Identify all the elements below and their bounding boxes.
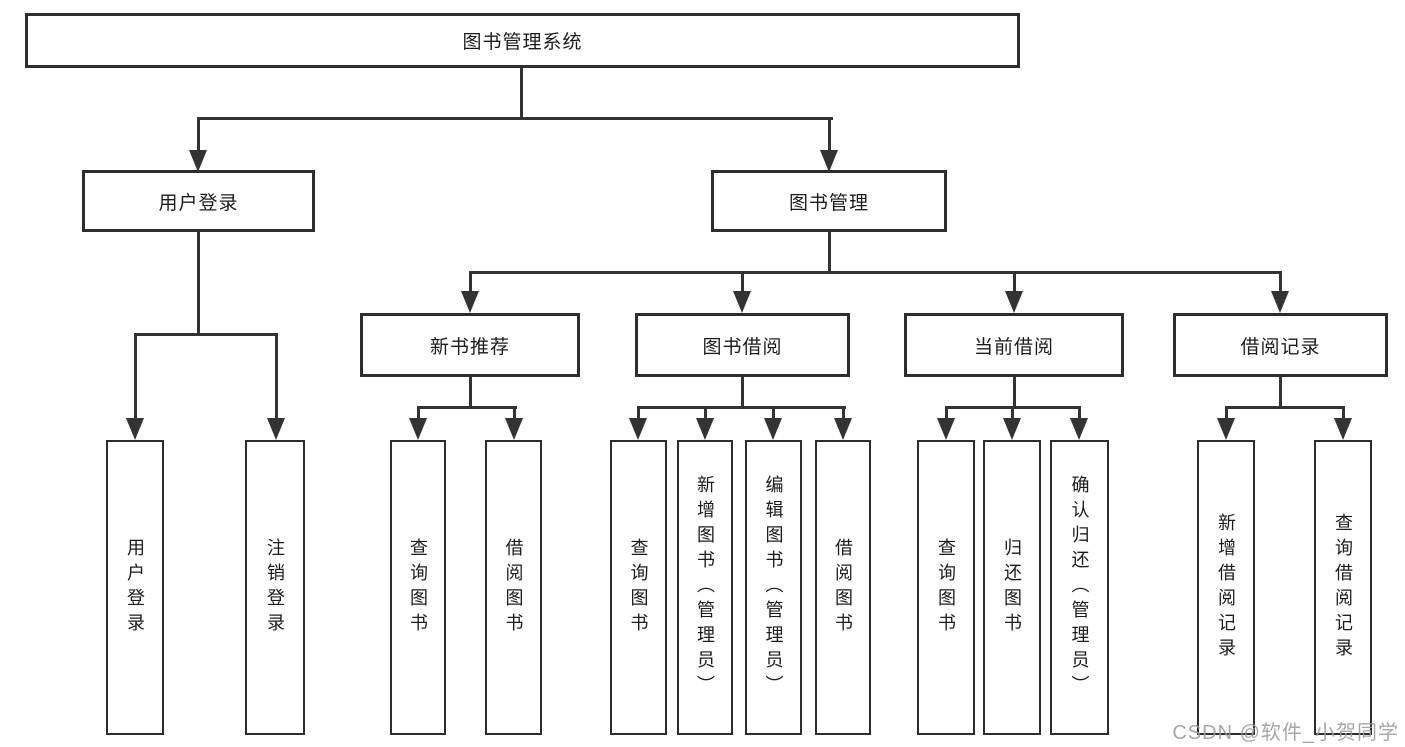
leaf-borrow-books-recommend-label: 借阅图书: [503, 537, 524, 638]
leaf-query-books-current: 查询图书: [917, 440, 975, 735]
node-borrowing-records: 借阅记录: [1173, 313, 1388, 377]
connector-line: [1279, 271, 1282, 293]
arrow-down-icon: [820, 150, 838, 172]
leaf-logout: 注销登录: [245, 440, 305, 735]
connector-line: [469, 271, 1282, 274]
connector-line: [772, 406, 775, 420]
connector-line: [1078, 406, 1081, 420]
arrow-down-icon: [834, 418, 852, 440]
arrow-down-icon: [764, 418, 782, 440]
leaf-add-books-admin-label: 新增图书（管理员）: [695, 475, 715, 700]
arrow-down-icon: [409, 418, 427, 440]
arrow-down-icon: [1271, 291, 1289, 313]
connector-line: [1342, 406, 1345, 420]
leaf-logout-label: 注销登录: [265, 537, 285, 638]
leaf-query-books-borrowing: 查询图书: [610, 440, 667, 735]
connector-line: [197, 232, 200, 335]
arrow-down-icon: [189, 150, 207, 172]
arrow-down-icon: [505, 418, 523, 440]
connector-line: [134, 333, 278, 336]
arrow-down-icon: [1003, 418, 1021, 440]
connector-line: [1013, 377, 1016, 408]
leaf-query-books-current-label: 查询图书: [936, 537, 956, 638]
leaf-query-borrow-record: 查询借阅记录: [1314, 440, 1372, 735]
connector-line: [520, 68, 523, 119]
leaf-query-books-recommend-label: 查询图书: [408, 537, 428, 638]
node-new-book-recommend: 新书推荐: [360, 313, 580, 377]
leaf-borrow-books-recommend: 借阅图书: [485, 440, 542, 735]
leaf-borrow-books-label: 借阅图书: [833, 537, 853, 638]
leaf-query-borrow-record-label: 查询借阅记录: [1333, 512, 1353, 663]
leaf-add-borrow-record: 新增借阅记录: [1197, 440, 1255, 735]
node-user-login: 用户登录: [82, 170, 315, 232]
connector-line: [417, 406, 420, 420]
arrow-down-icon: [1217, 418, 1235, 440]
node-current-borrowing: 当前借阅: [904, 313, 1124, 377]
leaf-edit-books-admin: 编辑图书（管理员）: [745, 440, 802, 735]
arrow-down-icon: [126, 418, 144, 440]
connector-line: [1225, 406, 1345, 409]
connector-line: [469, 271, 472, 293]
leaf-borrow-books: 借阅图书: [815, 440, 871, 735]
connector-line: [741, 271, 744, 293]
arrow-down-icon: [696, 418, 714, 440]
leaf-confirm-return-admin: 确认归还（管理员）: [1050, 440, 1109, 735]
connector-line: [1013, 271, 1016, 293]
arrow-down-icon: [937, 418, 955, 440]
node-book-management: 图书管理: [711, 170, 947, 232]
connector-line: [828, 117, 831, 153]
leaf-query-books-borrowing-label: 查询图书: [628, 537, 649, 638]
arrow-down-icon: [1070, 418, 1088, 440]
leaf-add-borrow-record-label: 新增借阅记录: [1216, 512, 1236, 663]
node-book-borrowing: 图书借阅: [635, 313, 850, 377]
connector-line: [1279, 377, 1282, 408]
connector-line: [945, 406, 948, 420]
leaf-confirm-return-admin-label: 确认归还（管理员）: [1069, 475, 1090, 700]
connector-line: [197, 117, 200, 153]
connector-line: [704, 406, 707, 420]
connector-line: [741, 377, 744, 408]
arrow-down-icon: [1334, 418, 1352, 440]
node-library-system: 图书管理系统: [25, 13, 1020, 68]
connector-line: [134, 333, 137, 421]
arrow-down-icon: [267, 418, 285, 440]
arrow-down-icon: [1005, 291, 1023, 313]
connector-line: [197, 117, 833, 120]
leaf-add-books-admin: 新增图书（管理员）: [677, 440, 733, 735]
arrow-down-icon: [461, 291, 479, 313]
leaf-query-books-recommend: 查询图书: [390, 440, 446, 735]
watermark: CSDN @软件_小贺同学: [1172, 722, 1399, 744]
connector-line: [828, 232, 831, 273]
connector-line: [417, 406, 517, 409]
leaf-user-login: 用户登录: [106, 440, 164, 735]
leaf-edit-books-admin-label: 编辑图书（管理员）: [763, 475, 784, 700]
connector-line: [637, 406, 846, 409]
arrow-down-icon: [733, 291, 751, 313]
arrow-down-icon: [629, 418, 647, 440]
connector-line: [469, 377, 472, 408]
leaf-return-books-label: 归还图书: [1002, 537, 1022, 638]
connector-line: [637, 406, 640, 420]
leaf-return-books: 归还图书: [983, 440, 1041, 735]
connector-line: [1225, 406, 1228, 420]
connector-line: [513, 406, 516, 420]
connector-line: [275, 333, 278, 421]
connector-line: [1011, 406, 1014, 420]
connector-line: [842, 406, 845, 420]
leaf-user-login-label: 用户登录: [125, 537, 145, 638]
